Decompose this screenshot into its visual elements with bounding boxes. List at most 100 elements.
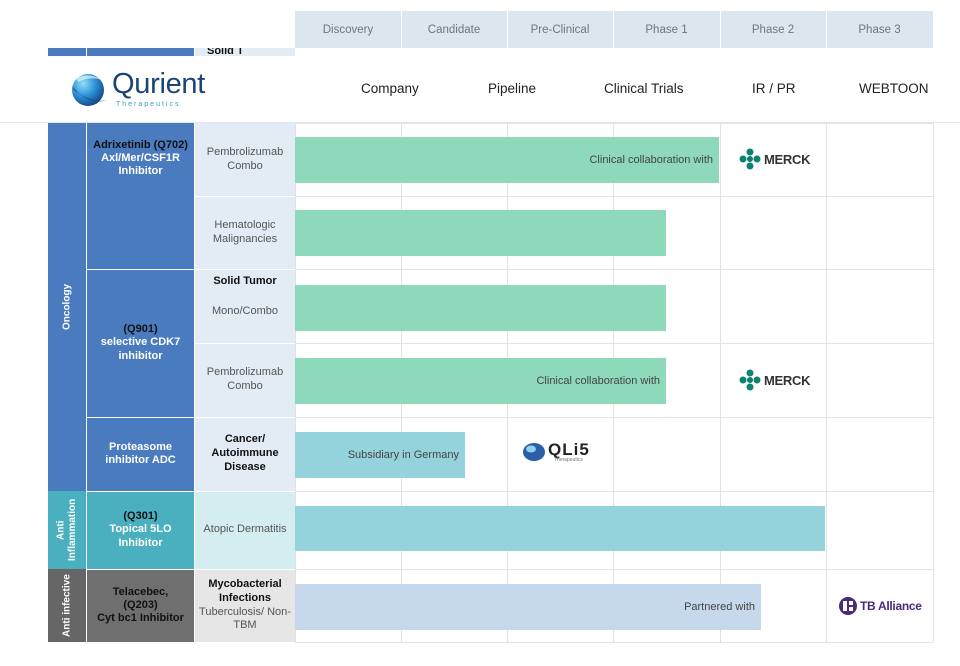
navbar: Qurient Therapeutics Company Pipeline Cl… <box>0 56 960 123</box>
indication-divider <box>195 269 295 270</box>
phase-header-2: Pre-Clinical <box>507 11 613 48</box>
phase-header-4: Phase 2 <box>720 11 826 48</box>
grid-vline <box>826 123 827 642</box>
indication-divider <box>195 343 295 344</box>
qli5-wordmark: QLi5 <box>548 440 590 459</box>
phase-header-1: Candidate <box>401 11 507 48</box>
pipeline-bar-5 <box>295 506 825 551</box>
grid-hline <box>295 491 933 492</box>
drug-name-line: inhibitor ADC <box>105 454 176 466</box>
drug-name-line: (Q901) <box>123 323 158 336</box>
indication-text: Hematologic Malignancies <box>212 218 278 245</box>
drug-name-line: Cyt bc1 Inhibitor <box>97 612 184 625</box>
phase-header-0: Discovery <box>295 11 401 48</box>
category-label-1: Anti Inflammation <box>55 498 79 562</box>
grid-hline <box>295 417 933 418</box>
drug-divider <box>87 491 194 492</box>
peek-indication: Solid T <box>195 48 295 56</box>
drug-divider <box>87 269 194 270</box>
pipeline-bar-4: Subsidiary in Germany <box>295 432 465 478</box>
indication-cell-0: Pembrolizumab Combo <box>195 123 295 196</box>
tb-alliance-icon <box>839 597 857 615</box>
nav-clinical-trials[interactable]: Clinical Trials <box>604 81 684 96</box>
category-label-2: Anti infective <box>61 574 73 637</box>
merck-logo-0: MERCK <box>739 148 810 170</box>
pipeline-bar-0: Clinical collaboration with <box>295 137 719 183</box>
drug-name-line: selective CDK7 <box>100 336 181 349</box>
merck-icon <box>739 369 761 391</box>
grid-hline <box>295 123 933 124</box>
indication-divider <box>195 417 295 418</box>
drug-divider <box>87 569 194 570</box>
phase-header-divider <box>720 11 721 48</box>
grid-hline <box>295 343 933 344</box>
indication-cell-3: Pembrolizumab Combo <box>195 343 295 417</box>
logo-subtitle: Therapeutics <box>116 101 181 108</box>
drug-name-line: Topical 5LO <box>109 523 172 536</box>
grid-vline <box>933 123 934 642</box>
category-cell <box>48 569 86 642</box>
category-cell <box>48 491 86 569</box>
phase-header-divider <box>401 11 402 48</box>
merck-icon <box>739 148 761 170</box>
pipeline-bar-6: Partnered with <box>295 584 761 630</box>
peek-drug <box>87 48 194 56</box>
logo-wordmark: Qurient <box>112 68 205 100</box>
phase-header-divider <box>613 11 614 48</box>
drug-name-line: Adrixetinib (Q702) <box>93 139 188 151</box>
indication-divider <box>195 569 295 570</box>
phase-header-divider <box>507 11 508 48</box>
nav-webtoon[interactable]: WEBTOON <box>859 81 929 96</box>
qli5-subtitle: Therapeutics <box>554 457 583 463</box>
indication-text: Tuberculosis/ Non-TBM <box>199 605 291 632</box>
phase-header-3: Phase 1 <box>613 11 720 48</box>
indication-divider <box>195 491 295 492</box>
phase-header-divider <box>826 11 827 48</box>
logo-orb-icon <box>72 74 108 106</box>
indication-text: Pembrolizumab Combo <box>206 145 284 172</box>
drug-cell-4: Telacebec,(Q203)Cyt bc1 Inhibitor <box>87 569 194 642</box>
grid-hline <box>295 196 933 197</box>
phase-header-5: Phase 3 <box>826 11 933 48</box>
pipeline-bar-3: Clinical collaboration with <box>295 358 666 404</box>
drug-name-line: Telacebec, <box>112 585 169 598</box>
bar-label: Clinical collaboration with <box>589 154 713 166</box>
pipeline-bar-2 <box>295 285 666 331</box>
qurient-logo[interactable]: Qurient Therapeutics <box>68 68 218 112</box>
drug-name-line: Inhibitor <box>118 165 163 178</box>
bar-label: Subsidiary in Germany <box>347 449 459 461</box>
bar-label: Partnered with <box>684 601 755 613</box>
nav-ir-pr[interactable]: IR / PR <box>752 81 796 96</box>
tb-alliance-logo: TB Alliance <box>838 596 922 616</box>
qli5-orb-icon <box>523 443 545 461</box>
nav-pipeline[interactable]: Pipeline <box>488 81 537 96</box>
drug-name-line: inhibitor <box>118 349 163 362</box>
indication-text: Pembrolizumab Combo <box>206 366 284 392</box>
drug-name-line: (Q301) <box>123 510 158 523</box>
indication-cell-5: Atopic Dermatitis <box>195 491 295 569</box>
drug-name-line: Proteasome <box>109 440 172 453</box>
indication-title: Solid Tumor <box>213 275 277 287</box>
indication-divider <box>195 196 295 197</box>
pipeline-bar-1 <box>295 210 666 256</box>
drug-name-line: Axl/Mer/CSF1R <box>101 152 180 165</box>
grid-vline <box>720 123 721 642</box>
merck-wordmark: MERCK <box>764 372 811 388</box>
tb-alliance-wordmark: TB Alliance <box>860 599 922 613</box>
indication-text: Mono/Combo <box>211 304 279 317</box>
indication-title: Mycobacterial Infections <box>208 578 282 604</box>
indication-cell-4: Cancer/ Autoimmune Disease <box>195 417 295 491</box>
merck-logo-1: MERCK <box>739 369 810 391</box>
indication-title: Cancer/ Autoimmune Disease <box>211 433 279 473</box>
drug-name-line: (Q203) <box>123 598 158 611</box>
drug-divider <box>87 417 194 418</box>
nav-company[interactable]: Company <box>361 81 419 96</box>
